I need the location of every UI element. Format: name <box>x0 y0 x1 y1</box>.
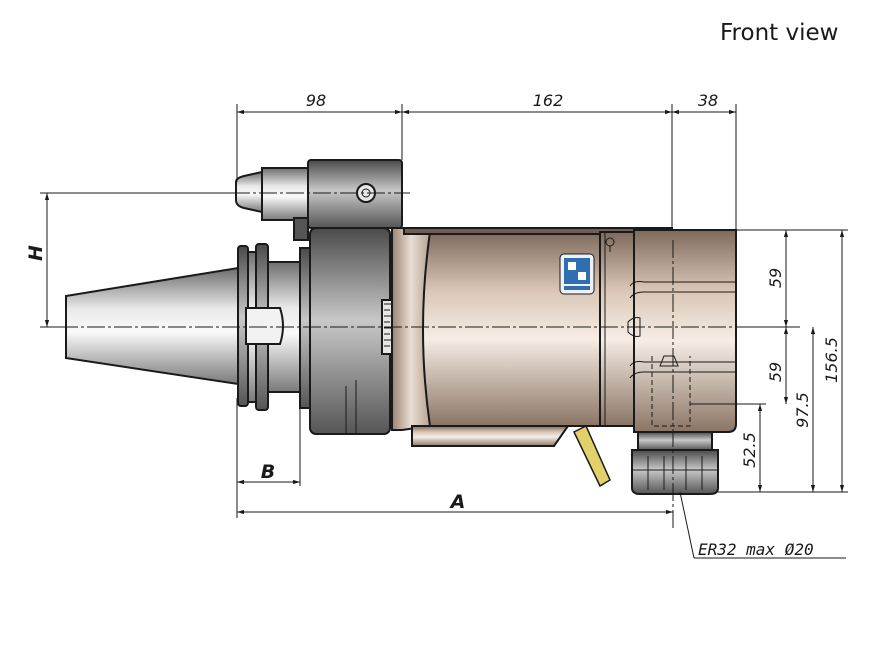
h-dimension: H <box>25 192 236 328</box>
dim-38: 38 <box>698 91 718 110</box>
dim-162: 162 <box>533 91 564 110</box>
dim-B: B <box>261 461 275 483</box>
dim-98: 98 <box>306 91 326 110</box>
collet-callout: ER32 max Ø20 <box>679 491 846 559</box>
collet-note: ER32 max Ø20 <box>698 540 814 559</box>
dim-97-5: 97.5 <box>793 392 812 428</box>
stop-pin-body <box>261 167 309 221</box>
right-dimensions: 59 59 52.5 97.5 156.5 <box>690 229 848 493</box>
shank-ring <box>299 247 311 409</box>
collet-nut <box>631 431 719 495</box>
housing-foot <box>411 425 570 447</box>
dim-156-5: 156.5 <box>822 337 841 383</box>
coolant-lever <box>573 424 611 488</box>
shank-key-slot <box>245 307 284 345</box>
stop-block-body <box>307 159 403 229</box>
tool-shank <box>65 243 311 411</box>
angle-head <box>633 229 737 433</box>
manufacturer-logo-icon <box>559 253 595 295</box>
bottom-dimensions: B A <box>236 398 673 518</box>
dim-H: H <box>25 245 47 261</box>
angle-scale-ticks <box>384 303 394 347</box>
view-title: Front view <box>720 20 839 46</box>
dim-52-5: 52.5 <box>740 432 759 468</box>
top-dimensions: 98 162 38 <box>236 91 737 230</box>
dim-A: A <box>449 491 466 513</box>
clamp-ring <box>309 227 391 435</box>
main-housing <box>391 227 737 447</box>
stop-pin-tip <box>235 170 263 214</box>
dim-59-lower: 59 <box>766 362 785 382</box>
dim-59-upper: 59 <box>766 268 785 288</box>
stop-block <box>235 159 403 241</box>
stop-clamp <box>293 217 309 241</box>
